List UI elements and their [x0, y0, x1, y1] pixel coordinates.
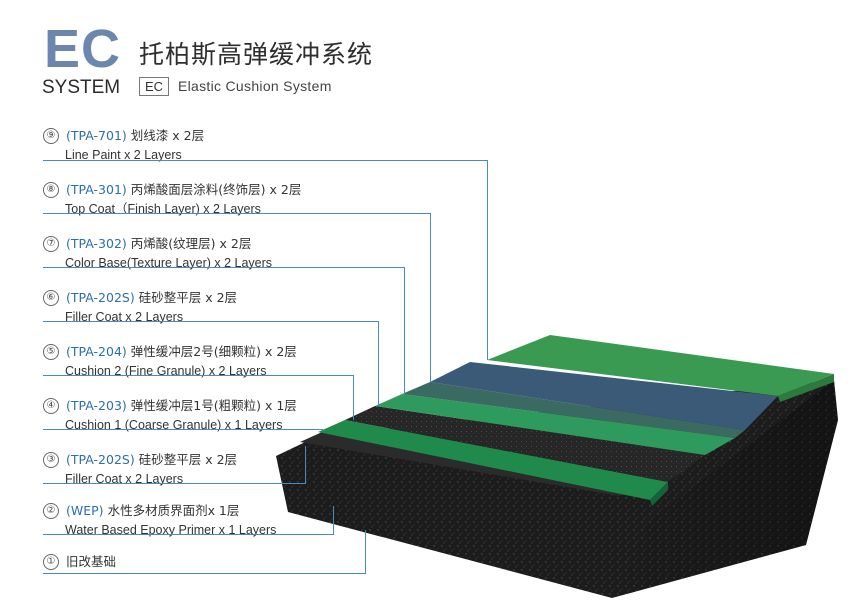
leader-drop-3	[305, 446, 306, 484]
layer-label-3: ③ (TPA-202S)硅砂整平层 x 2层 Filler Coat x 2 La…	[43, 452, 373, 487]
layer-en-2: Water Based Epoxy Primer x 1 Layers	[65, 523, 277, 537]
layer-en-4: Cushion 1 (Coarse Granule) x 1 Layers	[65, 418, 283, 432]
layer-label-1: ① 旧改基础	[43, 554, 373, 570]
layer-label-7: ⑦ (TPA-302)丙烯酸(纹理层) x 2层 Color Base(Textu…	[43, 236, 373, 271]
leader-drop-5	[353, 375, 354, 420]
leader-line-4	[43, 429, 323, 430]
layer-cn-4: 弹性缓冲层1号(粗颗粒) x 1层	[130, 398, 297, 413]
layer-cn-3: 硅砂整平层 x 2层	[138, 452, 238, 467]
logo-system: SYSTEM	[42, 77, 121, 98]
layer-cn-8: 丙烯酸面层涂料(终饰层) x 2层	[130, 182, 302, 197]
layer-cn-5: 弹性缓冲层2号(细颗粒) x 2层	[130, 344, 297, 359]
leader-line-3	[43, 483, 305, 484]
layer-number-6: ⑥	[43, 290, 59, 306]
layer-code-8: (TPA-301)	[66, 182, 127, 197]
layer-en-9: Line Paint x 2 Layers	[65, 148, 182, 162]
layer-code-3: (TPA-202S)	[66, 452, 135, 467]
leader-drop-8	[430, 213, 431, 382]
layer-number-1: ①	[43, 554, 59, 570]
layer-number-3: ③	[43, 452, 59, 468]
layer-label-5: ⑤ (TPA-204)弹性缓冲层2号(细颗粒) x 2层 Cushion 2 (F…	[43, 344, 373, 379]
page-title-en: Elastic Cushion System	[178, 78, 332, 94]
layer-en-8: Top Coat（Finish Layer) x 2 Layers	[65, 202, 261, 216]
layer-en-7: Color Base(Texture Layer) x 2 Layers	[65, 256, 273, 270]
layer-number-4: ④	[43, 398, 59, 414]
leader-drop-1	[365, 530, 366, 574]
layer-label-9: ⑨ (TPA-701)划线漆 x 2层 Line Paint x 2 Layers	[43, 128, 373, 163]
leader-drop-6	[378, 321, 379, 406]
leader-line-9	[43, 160, 487, 161]
leader-line-8	[43, 213, 430, 214]
layer-code-9: (TPA-701)	[66, 128, 127, 143]
layer-number-5: ⑤	[43, 344, 59, 360]
layer-code-5: (TPA-204)	[66, 344, 127, 359]
logo-ec: EC	[44, 19, 122, 79]
layer-en-6: Filler Coat x 2 Layers	[65, 310, 184, 324]
ec-badge: EC	[139, 77, 170, 96]
layer-cn-7: 丙烯酸(纹理层) x 2层	[130, 236, 252, 251]
layer-label-6: ⑥ (TPA-202S)硅砂整平层 x 2层 Filler Coat x 2 La…	[43, 290, 373, 325]
page-title-cn: 托柏斯高弹缓冲系统	[139, 40, 374, 69]
layer-label-2: ② (WEP)水性多材质界面剂x 1层 Water Based Epoxy Pri…	[43, 503, 373, 538]
layer-code-4: (TPA-203)	[66, 398, 127, 413]
leader-line-2	[43, 534, 333, 535]
layer-cn-9: 划线漆 x 2层	[130, 128, 205, 143]
layer-cushion-fine-5	[345, 406, 705, 482]
layer-code-7: (TPA-302)	[66, 236, 127, 251]
layer-en-3: Filler Coat x 2 Layers	[65, 472, 184, 486]
layer-cn-2: 水性多材质界面剂x 1层	[107, 503, 240, 518]
layer-filler-coat-6	[375, 394, 735, 455]
layer-number-8: ⑧	[43, 182, 59, 198]
leader-line-7	[43, 267, 404, 268]
leader-drop-2	[333, 506, 334, 535]
layer-code-2: (WEP)	[66, 503, 104, 518]
layer-label-4: ④ (TPA-203)弹性缓冲层1号(粗颗粒) x 1层 Cushion 1 (C…	[43, 398, 373, 433]
layer-number-7: ⑦	[43, 236, 59, 252]
layer-top-coat-8	[430, 362, 778, 430]
leader-drop-7	[404, 267, 405, 394]
layer-number-9: ⑨	[43, 128, 59, 144]
layer-en-5: Cushion 2 (Fine Granule) x 2 Layers	[65, 364, 267, 378]
layer-label-8: ⑧ (TPA-301)丙烯酸面层涂料(终饰层) x 2层 Top Coat（Fin…	[43, 182, 373, 217]
leader-drop-9	[487, 160, 488, 360]
layer-cn-1: 旧改基础	[66, 554, 117, 569]
layer-color-base-7	[402, 382, 745, 438]
layer-line-paint-9	[487, 335, 834, 396]
leader-line-6	[43, 321, 378, 322]
leader-line-5	[43, 375, 353, 376]
leader-line-1	[43, 573, 365, 574]
layer-cushion-coarse-4	[318, 420, 668, 500]
layer-number-2: ②	[43, 503, 59, 519]
layer-code-6: (TPA-202S)	[66, 290, 135, 305]
layer-cn-6: 硅砂整平层 x 2层	[138, 290, 238, 305]
